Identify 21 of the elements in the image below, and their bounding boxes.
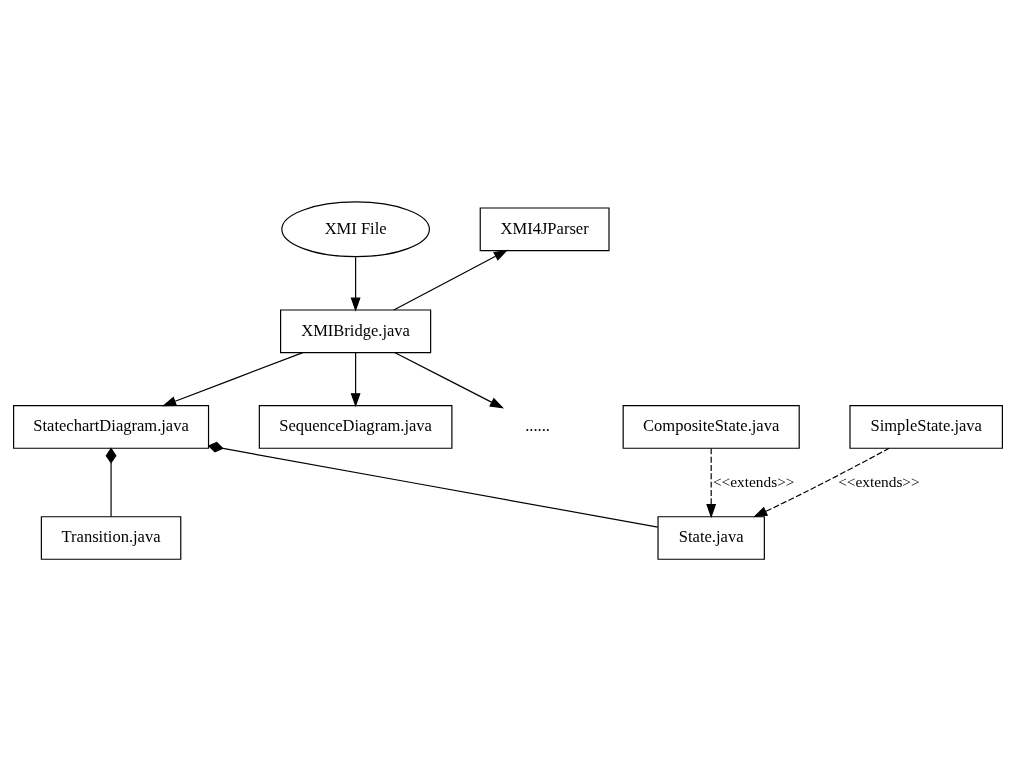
arrow (162, 351, 304, 406)
node-box: SequenceDiagram.java (258, 404, 453, 449)
node-ellipse: XMI File (281, 200, 430, 257)
node-box: Transition.java (40, 515, 182, 560)
node-text: ...... (525, 415, 550, 435)
node-box: SimpleState.java (849, 404, 1003, 449)
arrow (394, 351, 505, 409)
arrow (350, 351, 361, 407)
node-box: StatechartDiagram.java (13, 404, 210, 449)
node-box: State.java (657, 515, 765, 560)
edge-label: <<extends>> (838, 472, 920, 490)
node-box: XMIBridge.java (280, 308, 432, 353)
connector (207, 441, 659, 528)
node-box: XMI4JParser (479, 206, 610, 251)
arrow (706, 447, 717, 518)
arrow (350, 256, 361, 312)
connector (105, 447, 117, 517)
arrow (393, 249, 508, 311)
edge-label: <<extends>> (712, 472, 795, 490)
node-box: CompositeState.java (622, 404, 800, 449)
arrow (753, 447, 890, 517)
